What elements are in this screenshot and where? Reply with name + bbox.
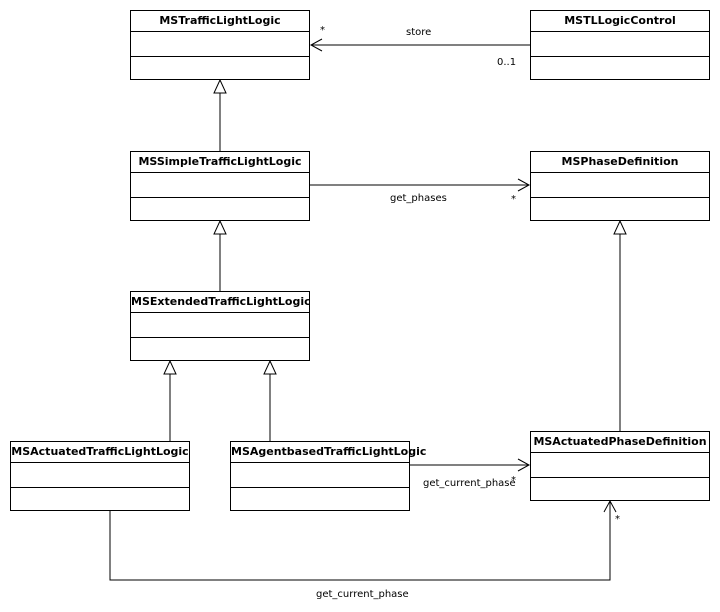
get-current-phase-agent-arrowhead (517, 458, 531, 472)
inheritance-triangle-extended-right (263, 359, 277, 375)
get-current-phase-actuated-line (109, 501, 611, 581)
get-current-phase-actuated-label: get_current_phase (316, 589, 409, 600)
class-ms-traffic-light-logic[interactable]: MSTrafficLightLogic (130, 10, 310, 80)
get-current-phase-actuated-target-multiplicity: * (615, 514, 620, 525)
class-ms-extended-traffic-light-logic[interactable]: MSExtendedTrafficLightLogic (130, 291, 311, 362)
attributes-compartment (231, 463, 409, 488)
class-mstl-logic-control[interactable]: MSTLLogicControl (530, 10, 710, 80)
inheritance-triangle-phase-definition (613, 219, 627, 235)
store-source-multiplicity: 0..1 (497, 57, 517, 68)
attributes-compartment (11, 463, 189, 488)
operations-compartment (131, 57, 309, 81)
class-name: MSTLLogicControl (531, 11, 709, 32)
store-arrowhead (309, 38, 323, 52)
attributes-compartment (531, 32, 709, 57)
class-name: MSTrafficLightLogic (131, 11, 309, 32)
operations-compartment (131, 198, 309, 222)
get-current-phase-agent-label: get_current_phase (423, 478, 516, 489)
class-ms-phase-definition[interactable]: MSPhaseDefinition (530, 151, 710, 221)
get-phases-arrowhead (517, 178, 531, 192)
class-ms-actuated-traffic-light-logic[interactable]: MSActuatedTrafficLightLogic (10, 441, 190, 511)
class-name: MSPhaseDefinition (531, 152, 709, 173)
operations-compartment (11, 488, 189, 512)
inheritance-triangle-simple (213, 219, 227, 235)
class-ms-actuated-phase-definition[interactable]: MSActuatedPhaseDefinition (530, 431, 710, 501)
operations-compartment (531, 57, 709, 81)
inheritance-triangle-extended-left (163, 359, 177, 375)
class-name: MSAgentbasedTrafficLightLogic (231, 442, 426, 463)
store-target-multiplicity: * (320, 25, 325, 36)
class-ms-simple-traffic-light-logic[interactable]: MSSimpleTrafficLightLogic (130, 151, 310, 221)
get-current-phase-agent-target-multiplicity: * (511, 475, 516, 486)
class-name: MSActuatedTrafficLightLogic (11, 442, 189, 463)
attributes-compartment (131, 32, 309, 57)
class-name: MSExtendedTrafficLightLogic (131, 292, 311, 313)
attributes-compartment (131, 173, 309, 198)
operations-compartment (531, 478, 709, 502)
operations-compartment (231, 488, 409, 512)
attributes-compartment (531, 453, 709, 478)
attributes-compartment (131, 313, 309, 338)
class-name: MSSimpleTrafficLightLogic (131, 152, 309, 173)
get-current-phase-actuated-arrowhead (603, 499, 617, 513)
get-phases-label: get_phases (390, 193, 447, 204)
store-label: store (406, 27, 432, 38)
inheritance-triangle-base (213, 78, 227, 94)
operations-compartment (131, 338, 309, 362)
class-name: MSActuatedPhaseDefinition (531, 432, 709, 453)
attributes-compartment (531, 173, 709, 198)
operations-compartment (531, 198, 709, 222)
class-ms-agentbased-traffic-light-logic[interactable]: MSAgentbasedTrafficLightLogic (230, 441, 426, 512)
get-phases-target-multiplicity: * (511, 194, 516, 205)
